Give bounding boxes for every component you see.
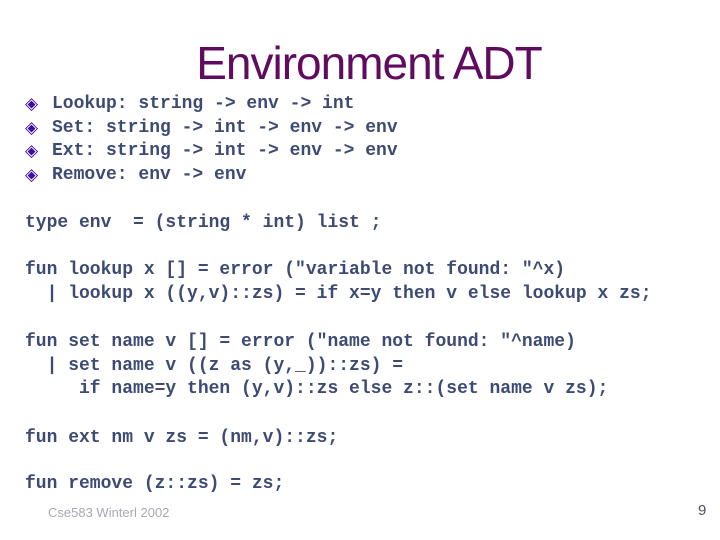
code-line: if name=y then (y,v)::zs else z::(set na… [25, 379, 609, 400]
code-line: fun ext nm v zs = (nm,v)::zs; [25, 428, 339, 448]
list-item: ◈ Remove: env -> env [25, 164, 398, 188]
code-line: type env = (string * int) list ; [25, 213, 382, 233]
slide-title: Environment ADT [196, 37, 542, 89]
page-number: 9 [698, 502, 707, 519]
code-line: | lookup x ((y,v)::zs) = if x=y then v e… [25, 283, 652, 304]
code-line: | set name v ((z as (y,_))::zs) = [25, 355, 404, 376]
bullet-text-set: Set: string -> int -> env -> env [52, 117, 398, 138]
diamond-bullet-icon: ◈ [25, 94, 39, 114]
list-item: ◈ Set: string -> int -> env -> env [25, 117, 398, 141]
diamond-bullet-icon: ◈ [25, 141, 39, 162]
code-block-ext: fun ext nm v zs = (nm,v)::zs; [25, 427, 338, 451]
footer-course-label: Cse583 Winterl 2002 [48, 505, 170, 520]
diamond-bullet-icon: ◈ [25, 117, 39, 138]
code-line: fun remove (z::zs) = zs; [25, 474, 285, 494]
code-block-remove: fun remove (z::zs) = zs; [25, 473, 284, 497]
bullet-text-remove: Remove: env -> env [52, 165, 247, 186]
list-item: ◈ Lookup: string -> env -> int [25, 93, 398, 117]
code-block-lookup: fun lookup x [] = error ("variable not f… [25, 259, 652, 306]
list-item: ◈ Ext: string -> int -> env -> env [25, 140, 398, 164]
bullet-text-ext: Ext: string -> int -> env -> env [52, 141, 398, 162]
code-line: fun lookup x [] = error ("variable not f… [25, 260, 566, 280]
diamond-bullet-icon: ◈ [25, 165, 39, 186]
code-block-set: fun set name v [] = error ("name not fou… [25, 331, 608, 402]
bullet-text-lookup: Lookup: string -> env -> int [52, 94, 355, 114]
code-block-type-decl: type env = (string * int) list ; [25, 212, 381, 236]
bullet-list: ◈ Lookup: string -> env -> int ◈ Set: st… [25, 93, 398, 188]
code-line: fun set name v [] = error ("name not fou… [25, 332, 576, 352]
